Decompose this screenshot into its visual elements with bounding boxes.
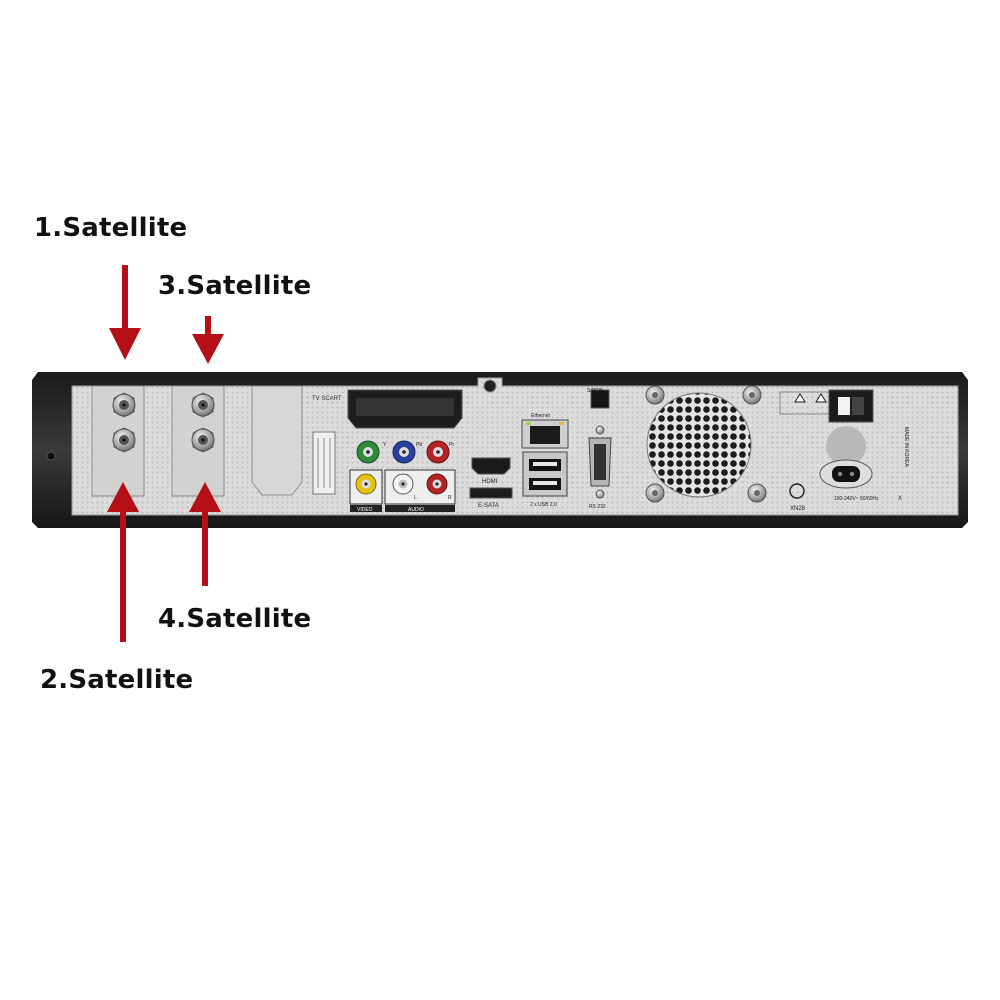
rca-jack-icon[interactable] <box>392 473 414 495</box>
audio-l-label: L <box>414 495 417 501</box>
composite-audio-jacks: L R VIDEO AUDIO <box>349 469 456 513</box>
power-socket-icon[interactable] <box>819 426 873 489</box>
f-connector-icon[interactable] <box>112 392 136 418</box>
tuner-module-1 <box>91 385 145 497</box>
warning-sticker <box>312 431 336 495</box>
arrow-4 <box>189 482 221 586</box>
spdif-port-icon[interactable]: S/PDIF <box>587 388 610 409</box>
serial-port-icon[interactable]: RS 232 <box>588 425 612 510</box>
esata-port-icon[interactable]: E-SATA <box>469 487 513 509</box>
rs232-label: RS 232 <box>589 504 606 510</box>
satellite-label-2: 2.Satellite <box>40 665 194 695</box>
component-video-jacks: Y Pb Pr <box>356 440 454 464</box>
blank-expansion-slot <box>251 385 303 496</box>
rca-jack-icon[interactable] <box>356 440 380 464</box>
satellite-label-4: 4.Satellite <box>158 604 312 634</box>
f-connector-icon[interactable] <box>112 427 136 453</box>
rca-jack-icon[interactable] <box>426 440 450 464</box>
audio-r-label: R <box>448 495 452 501</box>
power-switch-icon[interactable] <box>828 389 874 423</box>
made-in-label: MADE IN KOREA <box>903 427 909 467</box>
model-label: XN28 <box>790 506 806 512</box>
video-label: VIDEO <box>357 507 373 513</box>
hdmi-port-icon[interactable]: HDMI <box>471 457 511 485</box>
ethernet-port-icon[interactable]: Ethernet <box>521 413 569 449</box>
usb-label: 2 x USB 2.0 <box>530 502 557 508</box>
arrow-3 <box>192 316 224 364</box>
f-connector-icon[interactable] <box>191 392 215 418</box>
rca-jack-icon[interactable] <box>426 473 448 495</box>
spdif-label: S/PDIF <box>587 388 603 394</box>
rca-jack-icon[interactable] <box>392 440 416 464</box>
tv-scart-label: TV SCART <box>312 396 342 402</box>
satellite-label-3: 3.Satellite <box>158 271 312 301</box>
scart-port-icon[interactable]: TV SCART <box>312 389 463 429</box>
certification-marks: XN28 100-240V~ 50/60Hz X MADE IN KOREA <box>789 427 909 512</box>
arrow-2 <box>107 482 139 642</box>
usb-port-icon[interactable]: 2 x USB 2.0 <box>522 451 568 508</box>
satellite-label-1: 1.Satellite <box>34 213 188 243</box>
fan-grille-icon <box>645 385 767 503</box>
component-y-label: Y <box>383 442 387 448</box>
power-rating-label: 100-240V~ 50/60Hz <box>834 496 879 502</box>
audio-label: AUDIO <box>408 507 424 513</box>
component-pr-label: Pr <box>449 442 454 448</box>
ethernet-label: Ethernet <box>531 413 551 419</box>
svg-text:X: X <box>898 496 902 502</box>
tuner-module-2 <box>171 385 225 497</box>
rca-jack-icon[interactable] <box>355 473 377 495</box>
esata-label: E-SATA <box>478 503 499 509</box>
f-connector-icon[interactable] <box>191 427 215 453</box>
hdmi-label: HDMI <box>482 479 498 485</box>
arrow-1 <box>109 265 141 360</box>
component-pb-label: Pb <box>416 442 422 448</box>
